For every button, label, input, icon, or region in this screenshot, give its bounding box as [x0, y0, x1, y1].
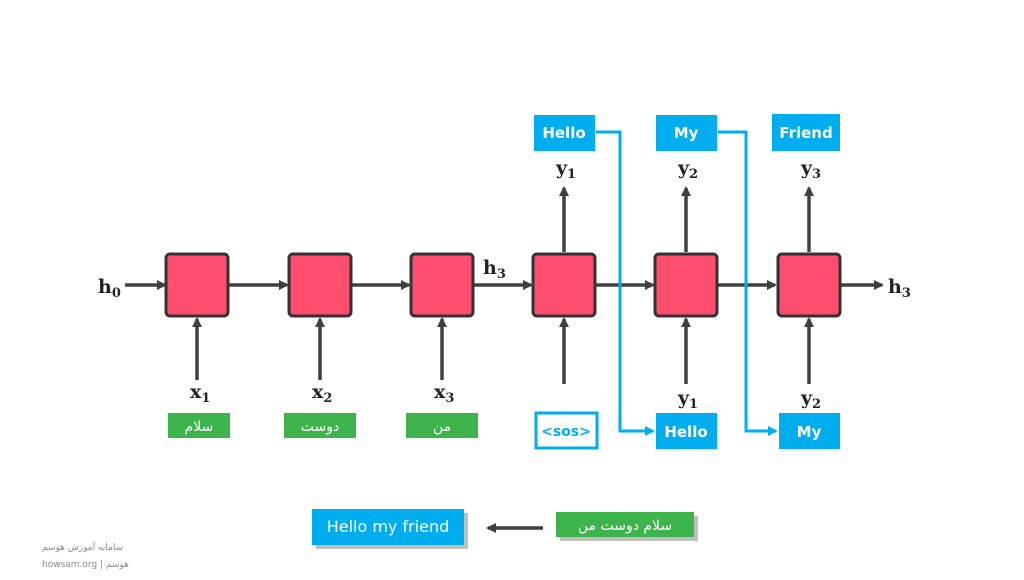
decoder-output-var-2: y2 [677, 157, 698, 182]
watermark-line-2: howsam.org | هوسم [42, 560, 129, 570]
h-out-label: h3 [888, 276, 911, 301]
h0-label: h0 [98, 276, 121, 301]
source-word-box-2 [284, 413, 356, 438]
decoder-cell-1 [531, 252, 597, 318]
output-word-1: Hello [542, 124, 585, 142]
output-word-box-2 [656, 115, 717, 151]
output-word-2: My [674, 124, 699, 142]
encoder-input-var-2: x2 [312, 381, 332, 406]
source-word-3: من [433, 419, 451, 435]
output-word-box-1 [534, 115, 595, 151]
source-word-box-1 [168, 413, 230, 438]
sos-box [534, 411, 599, 450]
decoder-cell-2 [653, 252, 719, 318]
sos-token: <sos> [541, 424, 591, 440]
decoder-output-var-3: y3 [800, 157, 821, 182]
encoder-input-var-3: x3 [434, 381, 454, 406]
encoder-cell-3 [409, 252, 475, 318]
output-word-box-3 [772, 114, 840, 151]
source-sentence: سلام دوست من [578, 518, 672, 534]
decoder-input-var-2: y1 [677, 387, 698, 412]
feedback-arrow-2 [718, 130, 778, 436]
source-word-2: دوست [301, 419, 339, 435]
h-mid-label: h3 [483, 257, 506, 282]
encoder-cell-1 [164, 252, 230, 318]
decoder-cell-3 [776, 252, 842, 318]
decoder-input-word-2: Hello [664, 423, 707, 441]
decoder-input-box-3 [779, 413, 840, 449]
decoder-input-word-3: My [797, 423, 822, 441]
feedback-arrow-1 [596, 130, 655, 436]
output-word-3: Friend [779, 124, 832, 142]
target-sentence-box [312, 509, 464, 545]
target-sentence: Hello my friend [327, 517, 450, 536]
decoder-input-var-3: y2 [800, 387, 821, 412]
source-word-1: سلام [185, 419, 214, 435]
encoder-cell-2 [287, 252, 353, 318]
source-word-box-3 [406, 413, 478, 438]
decoder-input-box-2 [656, 413, 717, 449]
watermark-line-1: سامانه آموزش هوسم [42, 541, 123, 553]
source-sentence-box [556, 512, 694, 537]
encoder-input-var-1: x1 [190, 381, 210, 406]
decoder-output-var-1: y1 [555, 157, 576, 182]
